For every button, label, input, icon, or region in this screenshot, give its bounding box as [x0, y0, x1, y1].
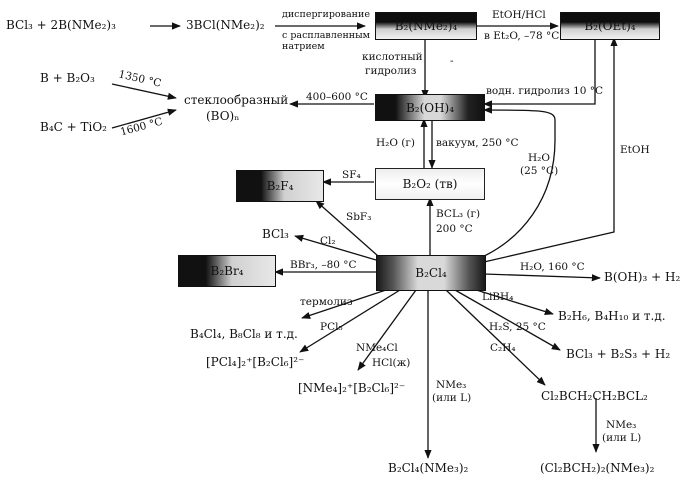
cond-thermolysis: термолиз — [300, 296, 353, 308]
arrow-b2cl4-to-b2f4 — [315, 200, 379, 257]
cond-t200: 200 °C — [436, 223, 473, 235]
species-glassy-line2: (BO)ₙ — [206, 109, 240, 123]
species-cl2bch2-nme3: (Cl₂BCH₂)₂(NMe₃)₂ — [540, 461, 655, 475]
arrow-b2cl4-to-b2oet4 — [483, 37, 618, 263]
cond-acid-2: гидролиз — [365, 65, 417, 77]
species-b4cl4: B₄Cl₄, B₈Cl₈ и т.д. — [190, 327, 298, 341]
arrow-b2cl4-to-bcl3 — [294, 234, 377, 261]
species-b4c-tio2: B₄C + TiO₂ — [40, 120, 107, 134]
cond-h2o-160: H₂O, 160 °C — [520, 261, 585, 273]
cond-nme4cl: NMe₄Cl — [356, 342, 398, 354]
node-b2oet4: B₂(OEt)₄ — [560, 12, 660, 40]
node-b2br4: B₂Br₄ — [178, 255, 276, 287]
cond-nme3-b-1: NMe₃ — [606, 419, 637, 431]
cond-h2o-1: H₂O — [528, 152, 550, 164]
node-b2nme24: B₂(NMe₂)₄ — [375, 12, 477, 40]
species-bcl3-start: BCl₃ + 2B(NMe₂)₃ — [6, 18, 116, 32]
arrow-b4c-to-glassy — [111, 108, 177, 129]
arrow-b2cl4-to-cl2bch2 — [445, 289, 546, 386]
arrow-b2cl4-to-b2h6 — [469, 287, 554, 316]
cond-t400-600: 400–600 °C — [306, 91, 368, 103]
cond-dispersion-3: натрием — [282, 41, 325, 52]
cond-nme3-2: (или L) — [432, 392, 472, 404]
cond-dispersion-2: с расплавленным — [282, 30, 371, 41]
arrow-b2cl4-to-boh3 — [483, 273, 601, 282]
cond-dispersion-1: диспергирование — [282, 9, 370, 20]
node-b2o2: B₂O₂ (тв) — [375, 168, 485, 200]
arrow-b2cl4-to-b2oh4-h2o — [479, 106, 556, 259]
node-b2f4: B₂F₄ — [236, 170, 324, 202]
cond-pcl5: PCl₅ — [320, 321, 343, 333]
species-b2h6: B₂H₆, B₄H₁₀ и т.д. — [558, 309, 666, 323]
arrow-b2oet4-to-b2oh4 — [483, 38, 596, 108]
species-cl2bch2: Cl₂BCH₂CH₂BCL₂ — [541, 389, 648, 403]
arrow-b2cl4-to-bcl3-b2s3 — [454, 289, 561, 351]
species-bcl3: BCl₃ — [262, 227, 289, 241]
cond-bbr3: BBr₃, –80 °C — [290, 259, 357, 271]
arrow-b2cl4-to-pcl4-salt — [299, 289, 401, 353]
cond-libh4: LiBH₄ — [482, 291, 514, 303]
arrow-b2cl4-to-b4cl4 — [301, 289, 387, 319]
species-pcl4-salt: [PCl₄]₂⁺[B₂Cl₆]²⁻ — [206, 355, 305, 369]
cond-sbf3: SbF₃ — [346, 211, 372, 223]
cond-cl2: Cl₂ — [320, 235, 336, 247]
cond-dash: - — [450, 55, 454, 67]
node-b2cl4: B₂Cl₄ — [376, 255, 486, 291]
species-nme4-salt: [NMe₄]₂⁺[B₂Cl₆]²⁻ — [298, 381, 406, 395]
cond-sf4: SF₄ — [342, 169, 361, 181]
species-bclnme2: 3BCl(NMe₂)₂ — [186, 18, 265, 32]
species-b2cl4-nme3: B₂Cl₄(NMe₃)₂ — [388, 461, 469, 475]
cond-hcl-l: HCl(ж) — [372, 357, 411, 369]
cond-h2s: H₂S, 25 °C — [489, 321, 546, 333]
arrow-b-b2o3-to-glassy — [111, 83, 177, 100]
cond-etoh-hcl: EtOH/HCl — [492, 9, 546, 21]
cond-et2o: в Et₂O, –78 °C — [484, 30, 560, 42]
cond-h2o-g: H₂O (г) — [376, 137, 416, 149]
node-b2oh4: B₂(OH)₄ — [375, 94, 485, 121]
species-boh3-h2: B(OH)₃ + H₂ — [604, 270, 681, 284]
cond-nme3-b-2: (или L) — [602, 432, 642, 444]
cond-etoh: EtOH — [620, 144, 650, 156]
arrow-b2cl4-to-nme4-salt — [357, 289, 417, 371]
cond-bcl3-g: BCL₃ (г) — [436, 208, 481, 220]
cond-aq-hydrolysis: водн. гидролиз 10 °C — [486, 85, 604, 97]
cond-vacuum: вакуум, 250 °C — [436, 137, 519, 149]
species-glassy-line1: стеклообразный — [184, 93, 289, 107]
species-bcl3-b2s3: BCl₃ + B₂S₃ + H₂ — [566, 347, 671, 361]
cond-c2h4: C₂H₄ — [490, 342, 516, 354]
cond-h2o-2: (25 °C) — [520, 165, 559, 177]
cond-acid-1: кислотный — [362, 51, 423, 63]
species-b-b2o3: B + B₂O₃ — [40, 71, 95, 85]
cond-nme3-1: NMe₃ — [436, 379, 467, 391]
